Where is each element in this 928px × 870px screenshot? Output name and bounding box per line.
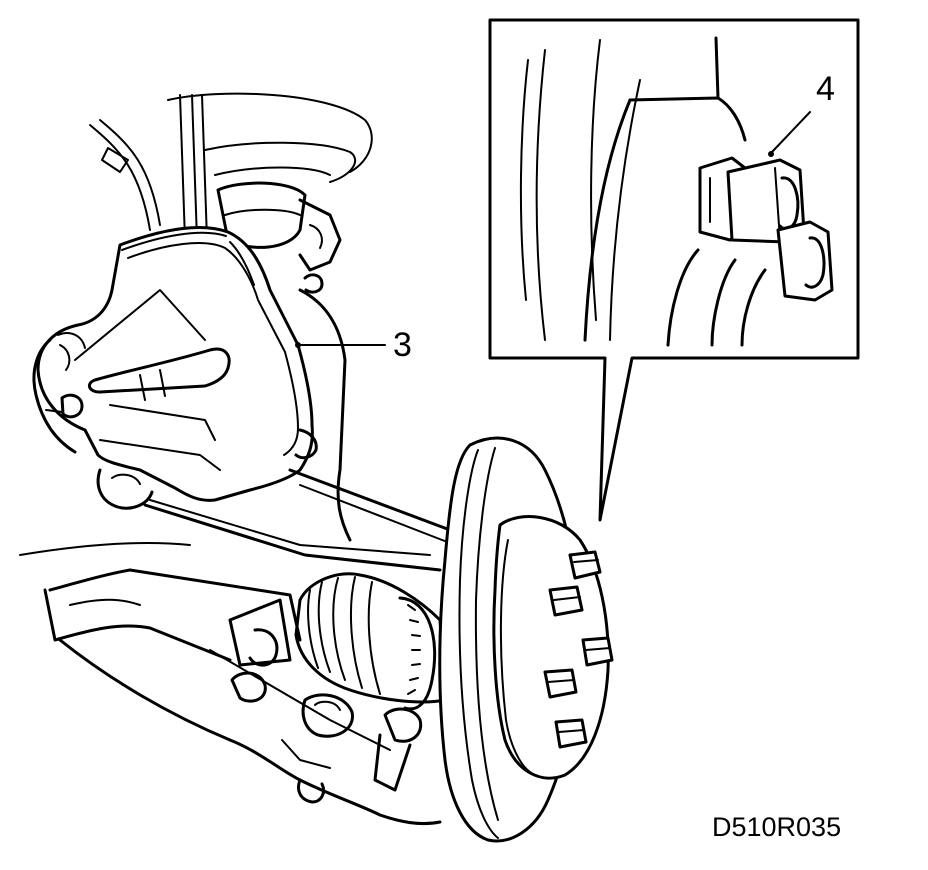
wheel-stud — [543, 668, 578, 699]
wheel-studs — [543, 550, 614, 749]
wheel-stud — [554, 718, 588, 749]
callout-caliper-label: 3 — [393, 326, 412, 364]
wheel-stud — [568, 550, 602, 580]
wheel-stud — [581, 636, 614, 667]
callout-bolt-label: 4 — [816, 70, 835, 108]
drive-shaft-boot — [294, 572, 447, 711]
detail-inset — [488, 18, 860, 522]
figure-code: D510R035 — [712, 812, 841, 842]
caliper-leader-dot — [295, 342, 301, 348]
control-arm — [19, 468, 456, 826]
brake-caliper — [32, 226, 318, 510]
wheel-stud — [548, 585, 584, 617]
brake-disc — [438, 436, 610, 843]
